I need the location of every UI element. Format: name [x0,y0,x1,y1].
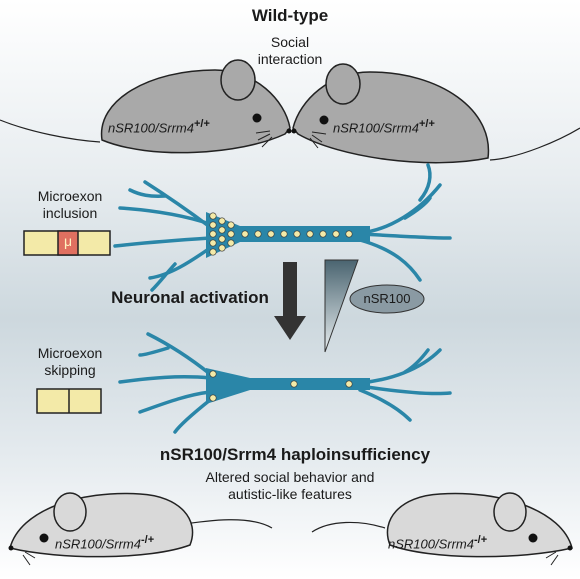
inclusion-line1: Microexon [37,188,103,204]
mouse-ear [325,63,361,105]
mouse-whiskers [255,130,273,148]
nsr100-ellipse [349,284,425,314]
genotype: +/+ [418,118,435,130]
mouse-eye [319,115,329,125]
microexon-box [57,230,79,256]
microexon-inclusion-label: Microexon inclusion [20,188,120,222]
page-title: Wild-type [251,6,329,25]
mouse-wt-right [291,63,580,164]
mouse-tail [489,127,580,161]
nsr100-gradient-triangle [324,259,359,353]
gene-name: nSR100/Srrm4 [55,536,141,552]
mouse-body [100,69,291,154]
mouse-wt-left [0,59,292,154]
gene-name: nSR100/Srrm4 [108,120,194,136]
nsr100-label: nSR100 [363,291,411,306]
mouse-nose [8,545,14,551]
mouse-eye [39,533,49,543]
mouse-nose [286,128,292,134]
social-label-line2: interaction [257,51,323,67]
gene-name: nSR100/Srrm4 [388,536,474,552]
haplo-desc-line2: autistic-like features [228,486,352,502]
skipping-line2: skipping [44,362,96,378]
mouse-nose [567,545,573,551]
social-label-line1: Social [270,34,310,50]
social-interaction-label: Social interaction [230,34,350,68]
mouse-tail [0,119,101,143]
mouse-eye [252,113,262,123]
mouse-ear [220,59,256,101]
microexon-dots-bottom [209,370,353,402]
haploinsufficiency-description: Altered social behavior and autistic-lik… [160,469,420,503]
mouse-tail [311,521,386,533]
haplo-desc-line1: Altered social behavior and [205,469,375,485]
genotype-label-het-left: nSR100/Srrm4-/+ [55,534,195,551]
genotype-label-wt-left: nSR100/Srrm4+/+ [108,118,248,135]
neuronal-activation-label: Neuronal activation [111,288,269,307]
microexon-symbol: μ [63,233,73,249]
mouse-het-left [8,492,273,566]
mouse-nose [291,128,297,134]
mouse-ear [53,492,87,532]
genotype: -/+ [473,534,488,546]
activation-arrow [274,262,306,340]
neuron-bottom-soma [206,368,370,404]
inclusion-line2: inclusion [42,205,98,221]
microexon-dots-top [209,212,353,256]
genotype-label-wt-right: nSR100/Srrm4+/+ [333,118,473,135]
haploinsufficiency-title: nSR100/Srrm4 haploinsufficiency [159,445,431,464]
mouse-whiskers [22,551,36,566]
gene-name: nSR100/Srrm4 [333,120,419,136]
microexon-skipping-label: Microexon skipping [20,345,120,379]
neuron-top-soma [206,212,370,258]
mouse-eye [528,533,538,543]
exon-inclusion-diagram [23,230,111,256]
genotype: -/+ [140,534,155,546]
genotype-label-het-right: nSR100/Srrm4-/+ [388,534,528,551]
exon-skipping-diagram [36,388,102,414]
mouse-ear [493,492,527,532]
genotype: +/+ [193,118,210,130]
skipping-line1: Microexon [37,345,103,361]
mouse-het-right [311,492,573,566]
mouse-whiskers [545,551,559,566]
mouse-whiskers [309,131,327,149]
